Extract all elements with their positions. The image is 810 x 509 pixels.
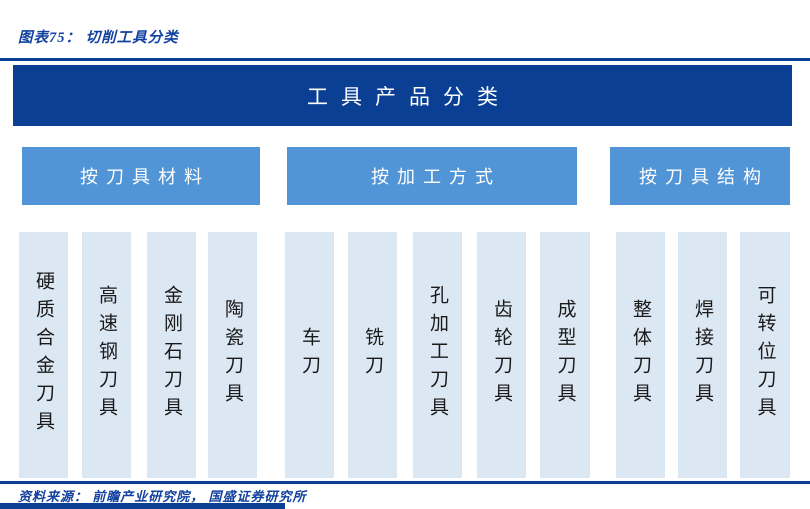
leaf-node-turning-tools: 车刀 xyxy=(285,232,334,478)
leaf-node-forming-tools: 成型刀具 xyxy=(540,232,590,478)
leaf-node-diamond-tools: 金刚石刀具 xyxy=(147,232,196,478)
category-header-by-processing-method: 按加工方式 xyxy=(287,147,577,205)
leaf-node-solid-tools: 整体刀具 xyxy=(616,232,665,478)
leaf-node-brazed-tools: 焊接刀具 xyxy=(678,232,727,478)
leaf-node-hole-machining-tools: 孔加工刀具 xyxy=(413,232,462,478)
figure-title: 图表75： 切削工具分类 xyxy=(18,30,179,46)
leaf-node-gear-cutting-tools: 齿轮刀具 xyxy=(477,232,526,478)
category-header-by-structure: 按刀具结构 xyxy=(610,147,790,205)
root-node-tool-product-classification: 工具产品分类 xyxy=(13,65,792,126)
leaf-node-cemented-carbide-tools: 硬质合金刀具 xyxy=(19,232,68,478)
leaf-node-indexable-tools: 可转位刀具 xyxy=(740,232,790,478)
footer-bar xyxy=(0,503,285,509)
leaf-node-high-speed-steel-tools: 高速钢刀具 xyxy=(82,232,131,478)
title-divider-line xyxy=(0,58,810,61)
source-note: 资料来源： 前瞻产业研究院， 国盛证券研究所 xyxy=(18,489,307,504)
category-header-by-material: 按刀具材料 xyxy=(22,147,260,205)
leaf-node-milling-tools: 铣刀 xyxy=(348,232,397,478)
leaf-node-ceramic-tools: 陶瓷刀具 xyxy=(208,232,257,478)
source-divider-line xyxy=(0,481,810,484)
